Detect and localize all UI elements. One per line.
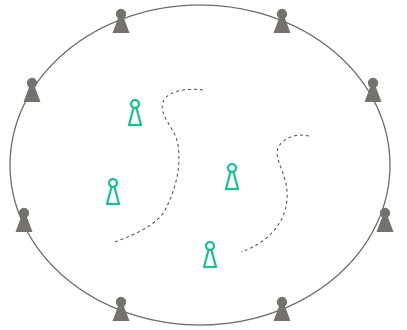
keyhole-pawn-icon: [105, 177, 121, 206]
keyhole-pawn-icon: [127, 98, 143, 127]
dashed-paths: [114, 88, 310, 253]
pawn-icon: [364, 77, 382, 102]
pawn-icon: [273, 8, 291, 33]
pawn-icon: [112, 296, 130, 321]
pawn-icon: [15, 207, 33, 232]
keyhole-pawn-icon: [202, 240, 218, 269]
keyhole-pawn-icon: [224, 162, 240, 191]
perimeter-markers: [15, 8, 394, 321]
inner-markers: [105, 98, 240, 269]
dashed-path-right: [240, 134, 310, 253]
boundary-ellipse: [9, 4, 391, 326]
pawn-icon: [273, 296, 291, 321]
pawn-icon: [376, 207, 394, 232]
pawn-icon: [23, 77, 41, 102]
dashed-path-left: [114, 88, 204, 243]
pawn-icon: [112, 8, 130, 33]
